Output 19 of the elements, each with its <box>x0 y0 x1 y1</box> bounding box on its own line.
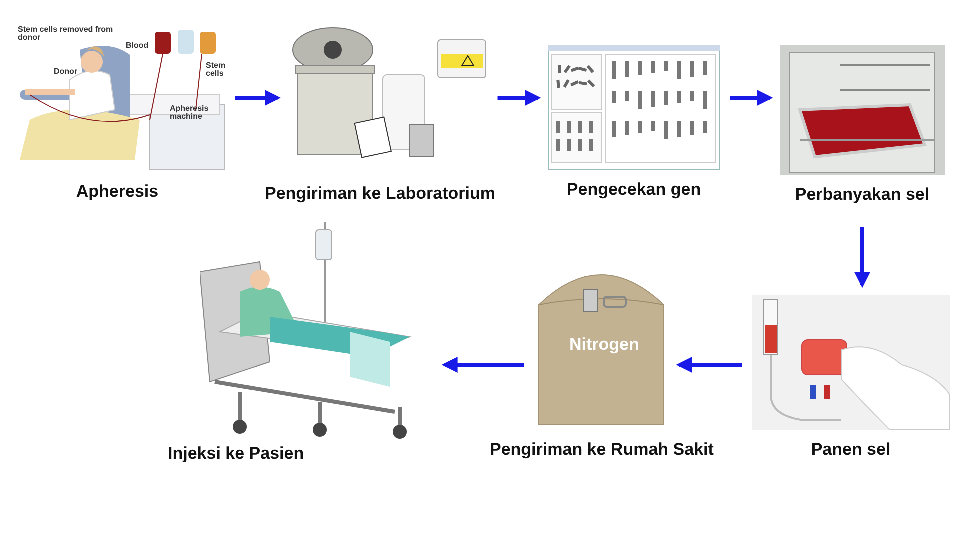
illustration-label: Stem cells removed from donor <box>18 26 114 43</box>
arrow <box>676 357 742 373</box>
illustration-label: Stem cells <box>206 62 227 79</box>
step-caption: Injeksi ke Pasien <box>168 444 304 464</box>
arrow <box>730 90 774 106</box>
arrow <box>854 227 870 288</box>
arrow <box>235 90 281 106</box>
step-caption: Pengecekan gen <box>566 180 702 200</box>
arrow <box>498 90 542 106</box>
step-caption: Apheresis <box>76 182 159 202</box>
step-caption: Perbanyakan sel <box>795 185 930 205</box>
illustration-label: Apheresis machine <box>170 105 210 122</box>
step-caption: Pengiriman ke Rumah Sakit <box>490 440 714 460</box>
container-label: Nitrogen <box>570 335 640 355</box>
step-caption: Panen sel <box>811 440 891 460</box>
illustration-label: Donor <box>54 68 79 76</box>
step-caption: Pengiriman ke Laboratorium <box>265 184 496 204</box>
illustration-label: Blood <box>126 42 150 50</box>
arrow <box>442 357 524 373</box>
